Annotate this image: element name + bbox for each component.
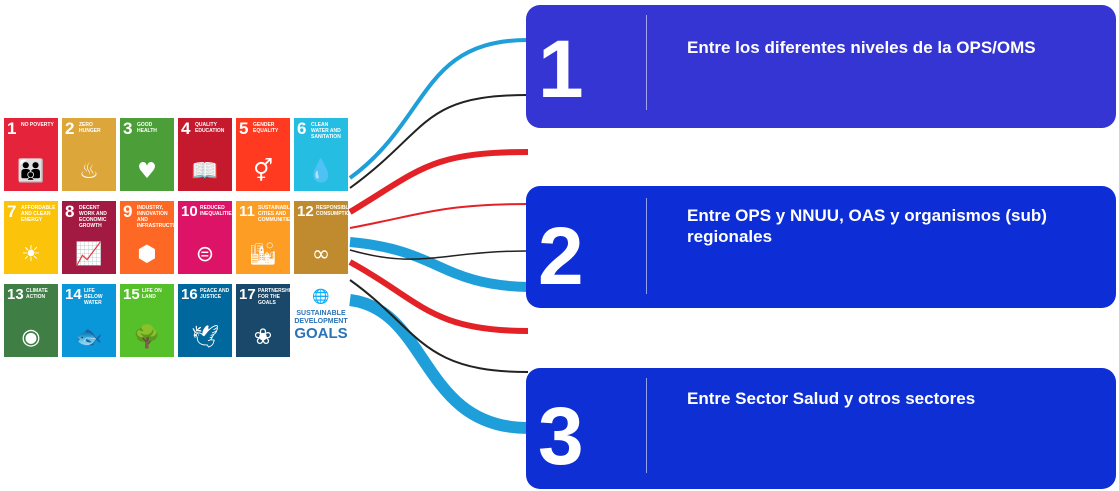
un-emblem-icon: 🌐 [312, 289, 330, 305]
sdg-icon-grid: 1 No poverty 👪 2 Zero hunger ♨ 3 Good health ♥ 4Q… [4, 118, 354, 358]
sdg-logo-line2: DEVELOPMENT [294, 318, 348, 325]
sdg-tile-label: Good health [137, 122, 157, 134]
box-2-number: 2 [538, 211, 584, 302]
sdg-logo-line3: GOALS [294, 325, 348, 342]
sdg-tile-16: 16Peace and justice 🕊 [178, 284, 232, 357]
connector-black-2 [349, 249, 529, 260]
gender-icon: ⚥ [253, 159, 273, 184]
sdg-tile-label: Life on land [142, 288, 162, 300]
fish-icon: 🐟 [75, 325, 103, 350]
connector-black-1 [349, 94, 529, 189]
cubes-icon: ⬢ [137, 242, 157, 267]
book-icon: 📖 [191, 159, 219, 184]
sdg-tile-label: No poverty [21, 122, 54, 128]
water-icon: 💧 [307, 159, 335, 184]
box-3-number: 3 [538, 391, 584, 482]
box-1-number: 1 [538, 24, 584, 115]
sdg-tile-17: 17Partnerships for the goals ❀ [236, 284, 290, 357]
connector-blue-1 [348, 38, 529, 180]
sdg-tile-number: 12 [297, 203, 314, 220]
flower-rings-icon: ❀ [253, 325, 273, 350]
connector-blue-3 [348, 294, 529, 434]
people-icon: 👪 [17, 159, 45, 184]
sdg-tile-label: Life below water [84, 288, 103, 306]
sdg-tile-15: 15Life on land 🌳 [120, 284, 174, 357]
sdg-tile-number: 3 [123, 119, 133, 138]
sdg-tile-label: Clean water and sanitation [311, 122, 341, 140]
sdg-tile-label: Gender equality [253, 122, 279, 134]
sdg-tile-number: 10 [181, 203, 198, 220]
sdg-tile-label: Sustainable cities and communities [258, 205, 290, 223]
city-icon: 🏙 [249, 242, 277, 267]
sdg-tile-number: 9 [123, 202, 133, 221]
sdg-tile-number: 17 [239, 286, 256, 303]
sdg-tile-number: 8 [65, 202, 75, 221]
sdg-tile-12: 12Responsible consumption ∞ [294, 201, 348, 274]
tree-icon: 🌳 [133, 325, 161, 350]
connector-blue-2 [349, 237, 529, 292]
sdg-tile-label: Decent work and economic growth [79, 205, 107, 229]
box-2: 2 Entre OPS y NNUU, OAS y organismos (su… [526, 186, 1116, 308]
infinity-icon: ∞ [311, 242, 331, 267]
sdg-tile-label: Affordable and clean energy [21, 205, 56, 223]
box-2-text: Entre OPS y NNUU, OAS y organismos (sub)… [687, 206, 1047, 246]
sdg-tile-5: 5 Gender equality ⚥ [236, 118, 290, 191]
connector-red-3 [348, 259, 529, 334]
sdg-logo-line1: SUSTAINABLE [296, 310, 346, 317]
box-1: 1 Entre los diferentes niveles de la OPS… [526, 5, 1116, 128]
sdg-tile-number: 16 [181, 286, 198, 303]
sdg-tile-label: Partnerships for the goals [258, 288, 290, 306]
sdg-tile-label: Peace and justice [200, 288, 230, 300]
sdg-tile-10: 10Reduced inequalities ⊜ [178, 201, 232, 274]
sdg-tile-number: 6 [297, 119, 307, 138]
bowl-icon: ♨ [79, 159, 99, 184]
sdg-tile-2: 2 Zero hunger ♨ [62, 118, 116, 191]
heartbeat-icon: ♥ [137, 159, 157, 184]
sdg-tile-number: 4 [181, 119, 191, 138]
sdg-tile-6: 6Clean water and sanitation 💧 [294, 118, 348, 191]
sdg-tile-number: 1 [7, 119, 17, 138]
connector-black-3 [349, 279, 529, 373]
sdg-tile-8: 8Decent work and economic growth 📈 [62, 201, 116, 274]
sdg-tile-number: 13 [7, 286, 24, 303]
sdg-tile-7: 7Affordable and clean energy ☀ [4, 201, 58, 274]
sdg-tile-number: 15 [123, 286, 140, 303]
sdg-tile-label: Climate action [26, 288, 48, 300]
sun-icon: ☀ [21, 242, 41, 267]
connector-red-2 [349, 203, 529, 229]
sdg-tile-number: 7 [7, 202, 17, 221]
box-3-divider [646, 378, 647, 473]
box-2-divider [646, 198, 647, 294]
sdg-tile-9: 9Industry, innovation and infrastructure… [120, 201, 174, 274]
sdg-tile-3: 3 Good health ♥ [120, 118, 174, 191]
box-3: 3 Entre Sector Salud y otros sectores [526, 368, 1116, 489]
sdg-tile-number: 5 [239, 119, 249, 138]
sdg-tile-4: 4 Quality education 📖 [178, 118, 232, 191]
sdg-tile-label: Reduced inequalities [200, 205, 232, 217]
sdg-tile-label: Industry, innovation and infrastructure [137, 205, 174, 229]
sdg-tile-1: 1 No poverty 👪 [4, 118, 58, 191]
box-1-text: Entre los diferentes niveles de la OPS/O… [687, 38, 1036, 57]
sdg-tile-11: 11Sustainable cities and communities 🏙 [236, 201, 290, 274]
eye-globe-icon: ◉ [21, 325, 41, 350]
equal-icon: ⊜ [195, 242, 215, 267]
connector-red-1 [348, 149, 529, 215]
sdg-tile-number: 2 [65, 119, 75, 138]
sdg-tile-number: 11 [239, 203, 255, 220]
sdg-tile-label: Quality education [195, 122, 225, 134]
sdg-tile-14: 14Life below water 🐟 [62, 284, 116, 357]
dove-icon: 🕊 [191, 325, 219, 350]
sdg-tile-label: Zero hunger [79, 122, 101, 134]
sdg-tile-label: Responsible consumption [316, 205, 348, 217]
sdg-tile-13: 13Climate action ◉ [4, 284, 58, 357]
growth-chart-icon: 📈 [75, 242, 103, 267]
box-3-text: Entre Sector Salud y otros sectores [687, 389, 976, 408]
box-1-divider [646, 15, 647, 110]
sdg-tile-number: 14 [65, 286, 82, 303]
